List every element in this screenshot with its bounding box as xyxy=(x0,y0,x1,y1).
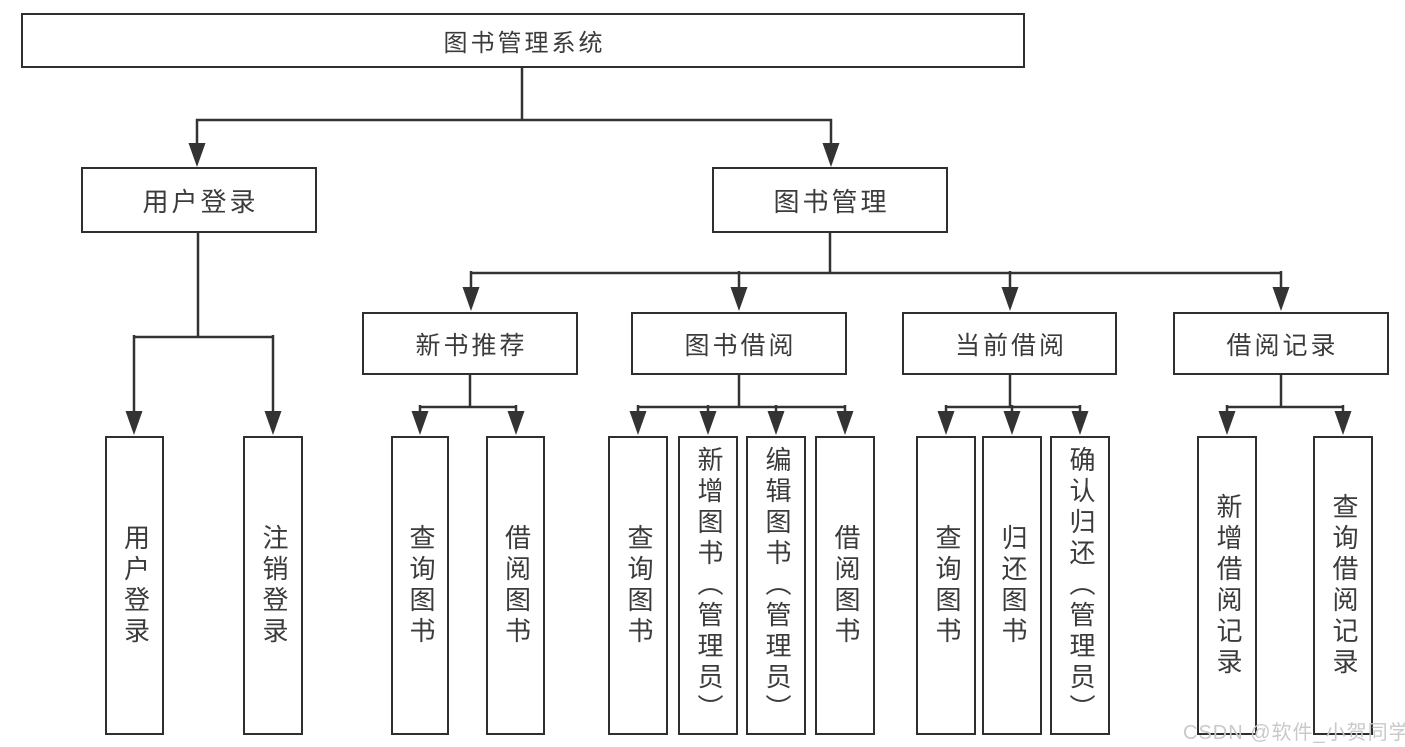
node-new-book-recommend-label: 新书推荐 xyxy=(415,331,528,360)
node-current-borrow-label: 当前借阅 xyxy=(954,331,1067,360)
arrowhead xyxy=(264,411,282,435)
node-book-management-label: 图书管理 xyxy=(773,186,890,217)
leaf-query-books-recommend-label: 查询图书 xyxy=(405,523,436,648)
arrowhead xyxy=(699,411,717,435)
leaf-query-books-borrow: 查询图书 xyxy=(608,436,668,735)
leaf-borrow-books-recommend-label: 借阅图书 xyxy=(501,523,532,648)
leaf-return-books: 归还图书 xyxy=(982,436,1042,735)
arrowhead xyxy=(411,411,429,435)
leaf-borrow-books-label: 借阅图书 xyxy=(830,523,861,648)
arrowhead xyxy=(730,287,748,311)
leaf-user-login-label: 用户登录 xyxy=(120,523,151,648)
node-root: 图书管理系统 xyxy=(21,13,1025,68)
arrowhead xyxy=(1001,287,1019,311)
leaf-add-borrow-record-label: 新增借阅记录 xyxy=(1212,492,1243,679)
leaf-add-books-admin-label: 新增图书（管理员） xyxy=(693,446,724,725)
arrowhead xyxy=(1272,287,1290,311)
connector-lines xyxy=(132,68,1345,414)
leaf-query-borrow-record: 查询借阅记录 xyxy=(1313,436,1373,735)
node-user-login: 用户登录 xyxy=(81,167,317,233)
node-root-label: 图书管理系统 xyxy=(443,30,606,57)
leaf-add-borrow-record: 新增借阅记录 xyxy=(1197,436,1257,735)
leaf-edit-books-admin: 编辑图书（管理员） xyxy=(746,436,806,735)
arrowhead xyxy=(822,143,840,167)
node-book-borrow: 图书借阅 xyxy=(631,312,847,375)
arrowhead xyxy=(1003,411,1021,435)
node-borrow-records: 借阅记录 xyxy=(1173,312,1389,375)
leaf-logout: 注销登录 xyxy=(243,436,303,735)
leaf-add-books-admin: 新增图书（管理员） xyxy=(678,436,738,735)
arrowhead xyxy=(629,411,647,435)
arrowhead xyxy=(1218,411,1236,435)
arrowhead xyxy=(1334,411,1352,435)
leaf-edit-books-admin-label: 编辑图书（管理员） xyxy=(761,446,792,725)
node-current-borrow: 当前借阅 xyxy=(902,312,1117,375)
leaf-borrow-books-recommend: 借阅图书 xyxy=(486,436,545,735)
node-book-management: 图书管理 xyxy=(712,167,948,233)
arrowhead xyxy=(836,411,854,435)
leaf-query-books-recommend: 查询图书 xyxy=(391,436,449,735)
arrowhead xyxy=(125,411,143,435)
leaf-confirm-return-admin-label: 确认归还（管理员） xyxy=(1065,446,1096,725)
leaf-logout-label: 注销登录 xyxy=(258,523,289,648)
arrowhead xyxy=(1071,411,1089,435)
leaf-confirm-return-admin: 确认归还（管理员） xyxy=(1050,436,1110,735)
node-borrow-records-label: 借阅记录 xyxy=(1226,331,1339,360)
leaf-query-books-borrow-label: 查询图书 xyxy=(623,523,654,648)
arrowhead xyxy=(188,143,206,167)
arrowhead xyxy=(937,411,955,435)
arrowhead xyxy=(767,411,785,435)
arrowhead xyxy=(462,287,480,311)
leaf-query-books-current: 查询图书 xyxy=(916,436,976,735)
arrowheads xyxy=(125,143,1352,435)
leaf-borrow-books: 借阅图书 xyxy=(815,436,875,735)
watermark-text: CSDN @软件_小贺同学 xyxy=(1183,722,1405,744)
leaf-query-books-current-label: 查询图书 xyxy=(931,523,962,648)
leaf-query-borrow-record-label: 查询借阅记录 xyxy=(1328,492,1359,679)
leaf-return-books-label: 归还图书 xyxy=(997,523,1028,648)
node-book-borrow-label: 图书借阅 xyxy=(684,331,797,360)
arrowhead xyxy=(507,411,525,435)
leaf-user-login: 用户登录 xyxy=(105,436,164,735)
node-user-login-label: 用户登录 xyxy=(142,186,259,217)
node-new-book-recommend: 新书推荐 xyxy=(362,312,578,375)
